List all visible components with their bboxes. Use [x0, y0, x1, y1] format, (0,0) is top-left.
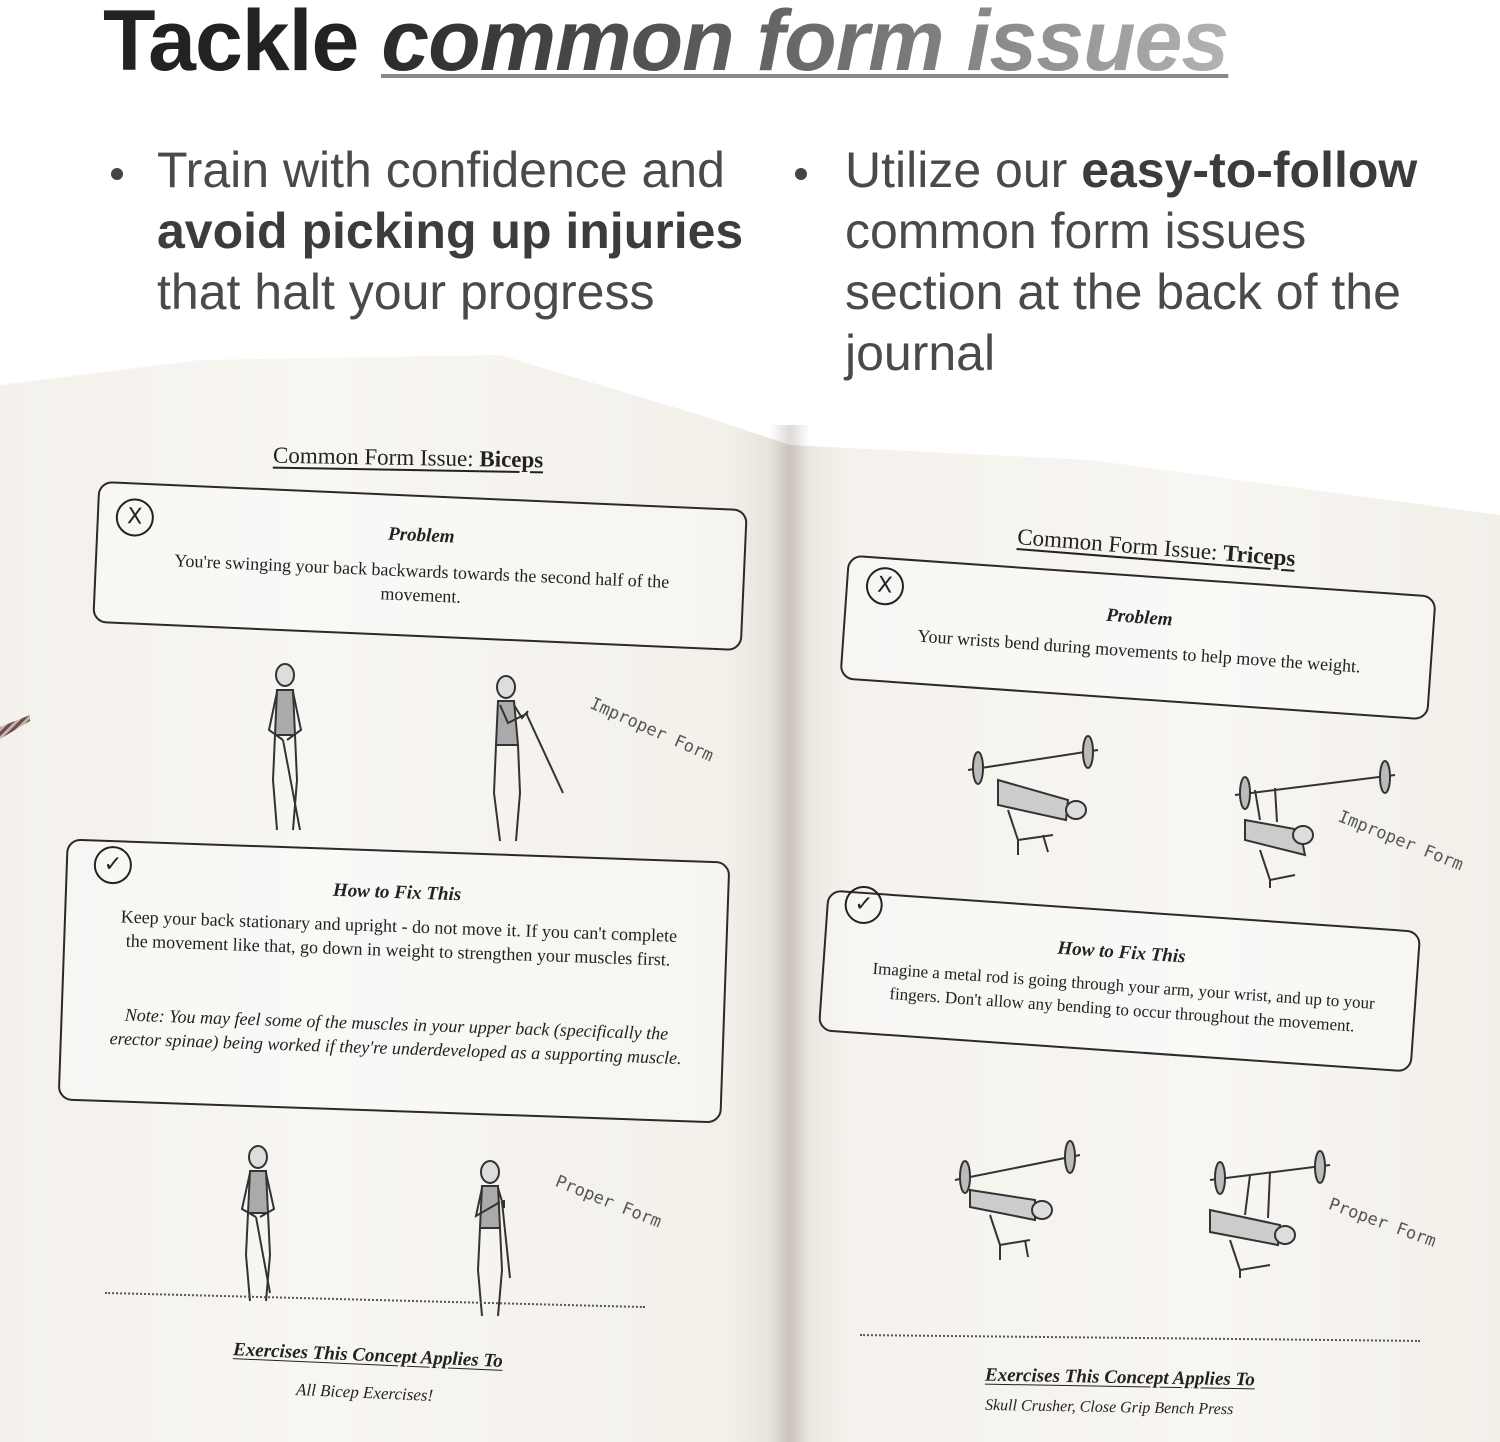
bullet-right-bold: easy-to-follow: [1081, 142, 1418, 198]
page-title-subject: Triceps: [1222, 540, 1297, 571]
fix-box: ✓ How to Fix This Imagine a metal rod is…: [817, 884, 1422, 1073]
biceps-improper-figure-1: [267, 663, 303, 831]
headline-plain: Tackle: [103, 0, 382, 89]
triceps-improper-figure-2: [1234, 760, 1396, 888]
page-title-triceps: Common Form Issue: Triceps: [1016, 524, 1296, 572]
right-page-content: Common Form Issue: Triceps X Problem You…: [0, 355, 1500, 1442]
journal-spine: [770, 425, 810, 1442]
exercises-text: Skull Crusher, Close Grip Bench Press: [984, 1396, 1234, 1419]
bullet-dot-icon: [795, 168, 807, 180]
bullet-right: Utilize our easy-to-follow common form i…: [795, 140, 1465, 384]
bullet-right-post: common form issues section at the back o…: [845, 203, 1401, 381]
bullet-left-pre: Train with confidence and: [157, 142, 725, 198]
problem-box: X Problem Your wrists bend during moveme…: [839, 554, 1437, 721]
journal-photo: Common Form Issue: Biceps X Problem You'…: [0, 355, 1500, 1442]
triceps-proper-figure-1: [954, 1140, 1081, 1260]
journal-left-page: [0, 355, 790, 1442]
left-page-content: Common Form Issue: Biceps X Problem You'…: [0, 355, 790, 1442]
headline-accent: common form issues: [381, 0, 1229, 89]
bullet-left-post: that halt your progress: [157, 264, 655, 320]
biceps-proper-figure-1: [240, 1145, 276, 1302]
bullet-dot-icon: [111, 168, 123, 180]
biceps-proper-figure-2: [474, 1160, 511, 1317]
journal-right-page: [790, 445, 1500, 1442]
checkmark-icon: ✓: [843, 884, 884, 926]
triceps-improper-figure-1: [967, 735, 1099, 855]
bullet-left-bold: avoid picking up injuries: [157, 203, 744, 259]
triceps-proper-figure-2: [1209, 1150, 1331, 1278]
bullet-left: Train with confidence and avoid picking …: [111, 140, 767, 323]
headline: Tackle common form issues: [103, 0, 1229, 84]
bullet-right-pre: Utilize our: [845, 142, 1082, 198]
page-title-prefix: Common Form Issue:: [1016, 524, 1225, 566]
dotted-divider: [860, 1334, 1420, 1342]
biceps-improper-figure-2: [492, 675, 564, 842]
proper-form-label: Proper Form: [1325, 1194, 1439, 1252]
exercises-heading: Exercises This Concept Applies To: [984, 1364, 1256, 1391]
